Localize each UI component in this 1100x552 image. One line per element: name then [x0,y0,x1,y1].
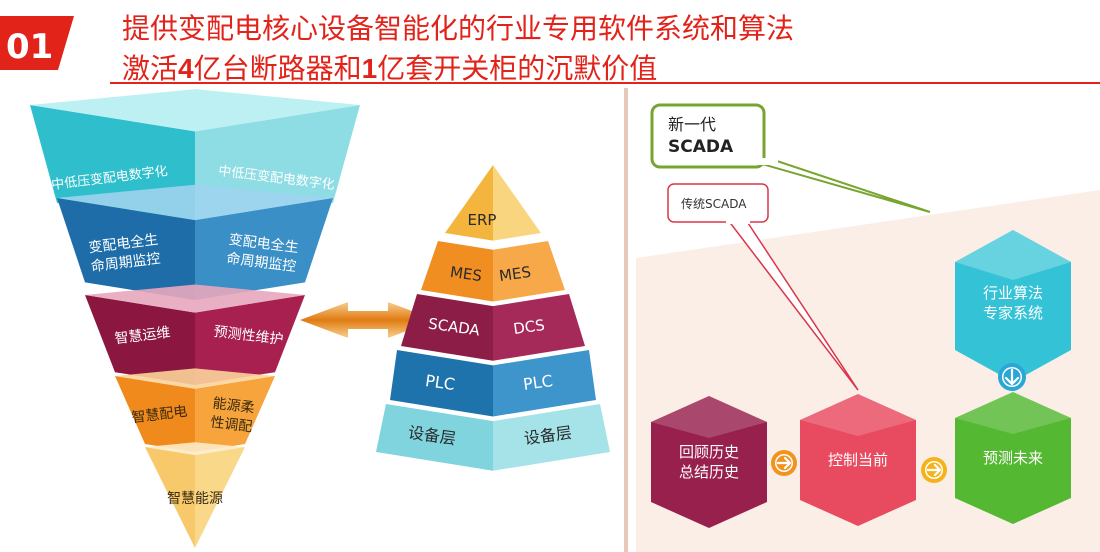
callout-old-label: 传统SCADA [681,196,747,211]
pyramid-label-right: DCS [512,316,546,338]
title-line-2-part-1: 激活 [122,52,178,85]
title-line-2-part-3: 亿台断路器和 [194,52,362,85]
badge-background [0,16,74,70]
funnel-level-5: 智慧能源 [145,442,245,548]
arrow-down-icon [998,363,1026,391]
pyramid-label-left: PLC [424,371,456,394]
pyramid-face-right [493,404,610,471]
digitalization-funnel: 中低压变配电数字化中低压变配电数字化变配电全生命周期监控变配电全生命周期监控智慧… [30,89,360,548]
funnel-top-rim [30,89,360,132]
badge-number: 01 [6,27,53,67]
pyramid-label-right: PLC [522,371,554,394]
funnel-face-left [57,198,195,300]
funnel-face-left [145,447,195,548]
flow-box-highlight [955,392,1071,434]
pyramid-face-left [390,350,493,417]
flow-box-3: 预测未来 [955,392,1071,524]
flow-box-highlight [651,396,767,438]
flow-box-label: 总结历史 [679,463,739,481]
double-arrow-icon [300,302,436,338]
pyramid-face-left [376,404,493,471]
callout-traditional-scada: 传统SCADA [667,183,859,391]
funnel-face-left [115,376,195,452]
arrow-right-icon [921,457,947,483]
funnel-top-rim [85,284,305,313]
funnel-top-rim [145,442,245,455]
pyramid-level-4: PLC PLC [390,350,596,417]
flow-box-label: 回顾历史 [679,443,739,461]
title-line-2-part-4: 1 [362,53,378,84]
expert-system-line2: 专家系统 [983,304,1043,322]
title-line-2: 激活4亿台断路器和1亿套开关柜的沉默价值 [122,52,657,85]
funnel-top-rim [57,184,333,221]
flow-box-label: 控制当前 [828,451,888,469]
pyramid-level-2: MES MES [421,241,565,302]
pyramid-face-right [493,165,541,241]
callout-new-line2: SCADA [668,137,734,157]
pyramid-face-left [401,294,493,361]
funnel-label-left: 智慧能源 [167,491,223,507]
pyramid-face-right [493,294,585,361]
title-line-2-part-2: 4 [178,53,194,84]
pyramid-face-right [493,350,596,417]
callout-new-scada: 新一代 SCADA [650,103,931,213]
title-line-2-part-5: 亿套开关柜的沉默价值 [377,52,657,85]
title-line-1: 提供变配电核心设备智能化的行业专用软件系统和算法 [122,12,794,45]
callout-new-line1: 新一代 [668,115,716,134]
flow-box-2: 控制当前 [800,394,916,526]
flow-box-shape [955,392,1071,524]
flow-box-label: 预测未来 [983,449,1043,467]
expert-system-box: 行业算法 专家系统 [955,230,1071,382]
funnel-level-3: 智慧运维预测性维护 [85,284,305,385]
pyramid-face-left [445,165,493,241]
flow-box-highlight [800,394,916,436]
header: 01 提供变配电核心设备智能化的行业专用软件系统和算法 激活4亿台断路器和1亿套… [0,12,1100,85]
expert-system-line1: 行业算法 [983,284,1043,302]
funnel-face-right [195,198,333,300]
pyramid-face-left [421,241,493,302]
pyramid-label-left: ERP [468,211,497,229]
funnel-face-right [195,295,305,385]
funnel-face-right [195,376,275,452]
pyramid-level-1: ERP [445,165,541,241]
pyramid-label-left: MES [449,263,483,285]
funnel-top-rim [115,368,275,389]
funnel-face-right [195,447,245,548]
funnel-face-left [85,295,195,385]
funnel-level-4: 智慧配电能源柔性调配 [115,368,275,452]
pyramid-label-right: MES [498,263,532,285]
pyramid-level-5: 设备层设备层 [376,404,610,471]
flow-box-shape [651,396,767,528]
funnel-label-right: 能源柔性调配 [209,396,255,436]
pyramid-face-right [493,241,565,302]
funnel-label-left: 智慧运维 [114,325,172,348]
flow-box-shape [800,394,916,526]
funnel-label-left: 智慧配电 [131,404,189,427]
arrow-right-icon [771,450,797,476]
